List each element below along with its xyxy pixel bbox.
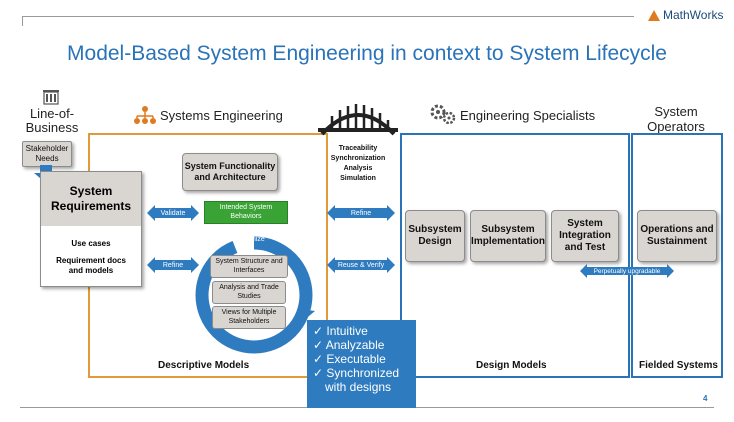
systems-engineering-label: Systems Engineering: [160, 108, 283, 123]
page-number: 4: [703, 394, 708, 403]
membrane-icon: [648, 9, 660, 21]
intended-behaviors-box: Intended System Behaviors: [204, 201, 288, 224]
analysis-box: Analysis and Trade Studies: [212, 281, 286, 304]
benefit-synchronized: ✓ Synchronized: [313, 366, 400, 380]
optimize-label: Optimize: [237, 236, 265, 243]
top-rule-tick: [22, 16, 23, 26]
benefit-intuitive: ✓ Intuitive: [313, 324, 368, 338]
benefits-callout: ✓ Intuitive ✓ Analyzable ✓ Executable ✓ …: [307, 320, 416, 408]
refine-arrow-left: [147, 257, 199, 273]
slide-title: Model-Based System Engineering in contex…: [67, 42, 667, 65]
line-of-business-label: Line-of-Business: [25, 106, 79, 135]
benefit-analyzable: ✓ Analyzable: [313, 338, 385, 352]
fielded-systems-frame: [631, 133, 723, 378]
bridge-icon: [318, 104, 398, 136]
stakeholder-needs-box: Stakeholder Needs: [22, 141, 72, 167]
analysis-text: Analysis: [343, 165, 373, 172]
fielded-systems-label: Fielded Systems: [639, 360, 718, 371]
operations-sustainment-box: Operations and Sustainment: [637, 210, 717, 262]
subsystem-design-box: Subsystem Design: [405, 210, 465, 262]
validate-label: Validate: [160, 209, 186, 217]
descriptive-models-label: Descriptive Models: [158, 360, 250, 371]
benefit-with-designs: with designs: [325, 380, 392, 394]
requirement-docs-text: Requirement docs and models: [56, 256, 126, 275]
gears-icon: [430, 104, 456, 124]
refine-arrow-center: [327, 205, 395, 221]
system-integration-box: System Integration and Test: [551, 210, 619, 262]
synchronization-text: Synchronization: [330, 155, 386, 162]
validate-arrow: [147, 205, 199, 221]
reuse-verify-label: Reuse & Verify: [337, 261, 385, 269]
benefit-executable: ✓ Executable: [313, 352, 386, 366]
engineering-specialists-label: Engineering Specialists: [460, 108, 596, 123]
mathworks-logo: MathWorks: [648, 8, 723, 22]
simulation-text: Simulation: [340, 175, 376, 182]
system-functionality-box: System Functionality and Architecture: [182, 153, 278, 191]
system-operators-label: System Operators: [647, 104, 705, 134]
requirements-panel: System Requirements Use cases Requiremen…: [40, 171, 142, 287]
hierarchy-icon: [134, 106, 156, 124]
refine-label-center: Refine: [350, 209, 372, 217]
bridge-text: Traceability Synchronization Analysis Si…: [325, 144, 391, 184]
refine-label-left: Refine: [162, 261, 184, 269]
building-icon: [43, 90, 59, 105]
top-rule: [22, 16, 634, 17]
design-models-label: Design Models: [476, 360, 547, 371]
views-box: Views for Multiple Stakeholders: [212, 306, 286, 329]
subsystem-implementation-box: Subsystem Implementation: [470, 210, 546, 262]
traceability-text: Traceability: [338, 145, 378, 152]
system-requirements-header: System Requirements: [41, 172, 141, 226]
structure-box: System Structure and Interfaces: [210, 255, 288, 278]
design-models-frame: [400, 133, 630, 378]
use-cases-text: Use cases: [71, 239, 111, 248]
upgradable-arrow: [580, 264, 674, 278]
brand-name: MathWorks: [663, 8, 724, 22]
upgradable-label: Perpetually upgradable: [593, 267, 661, 275]
reuse-verify-arrow: [327, 257, 395, 273]
